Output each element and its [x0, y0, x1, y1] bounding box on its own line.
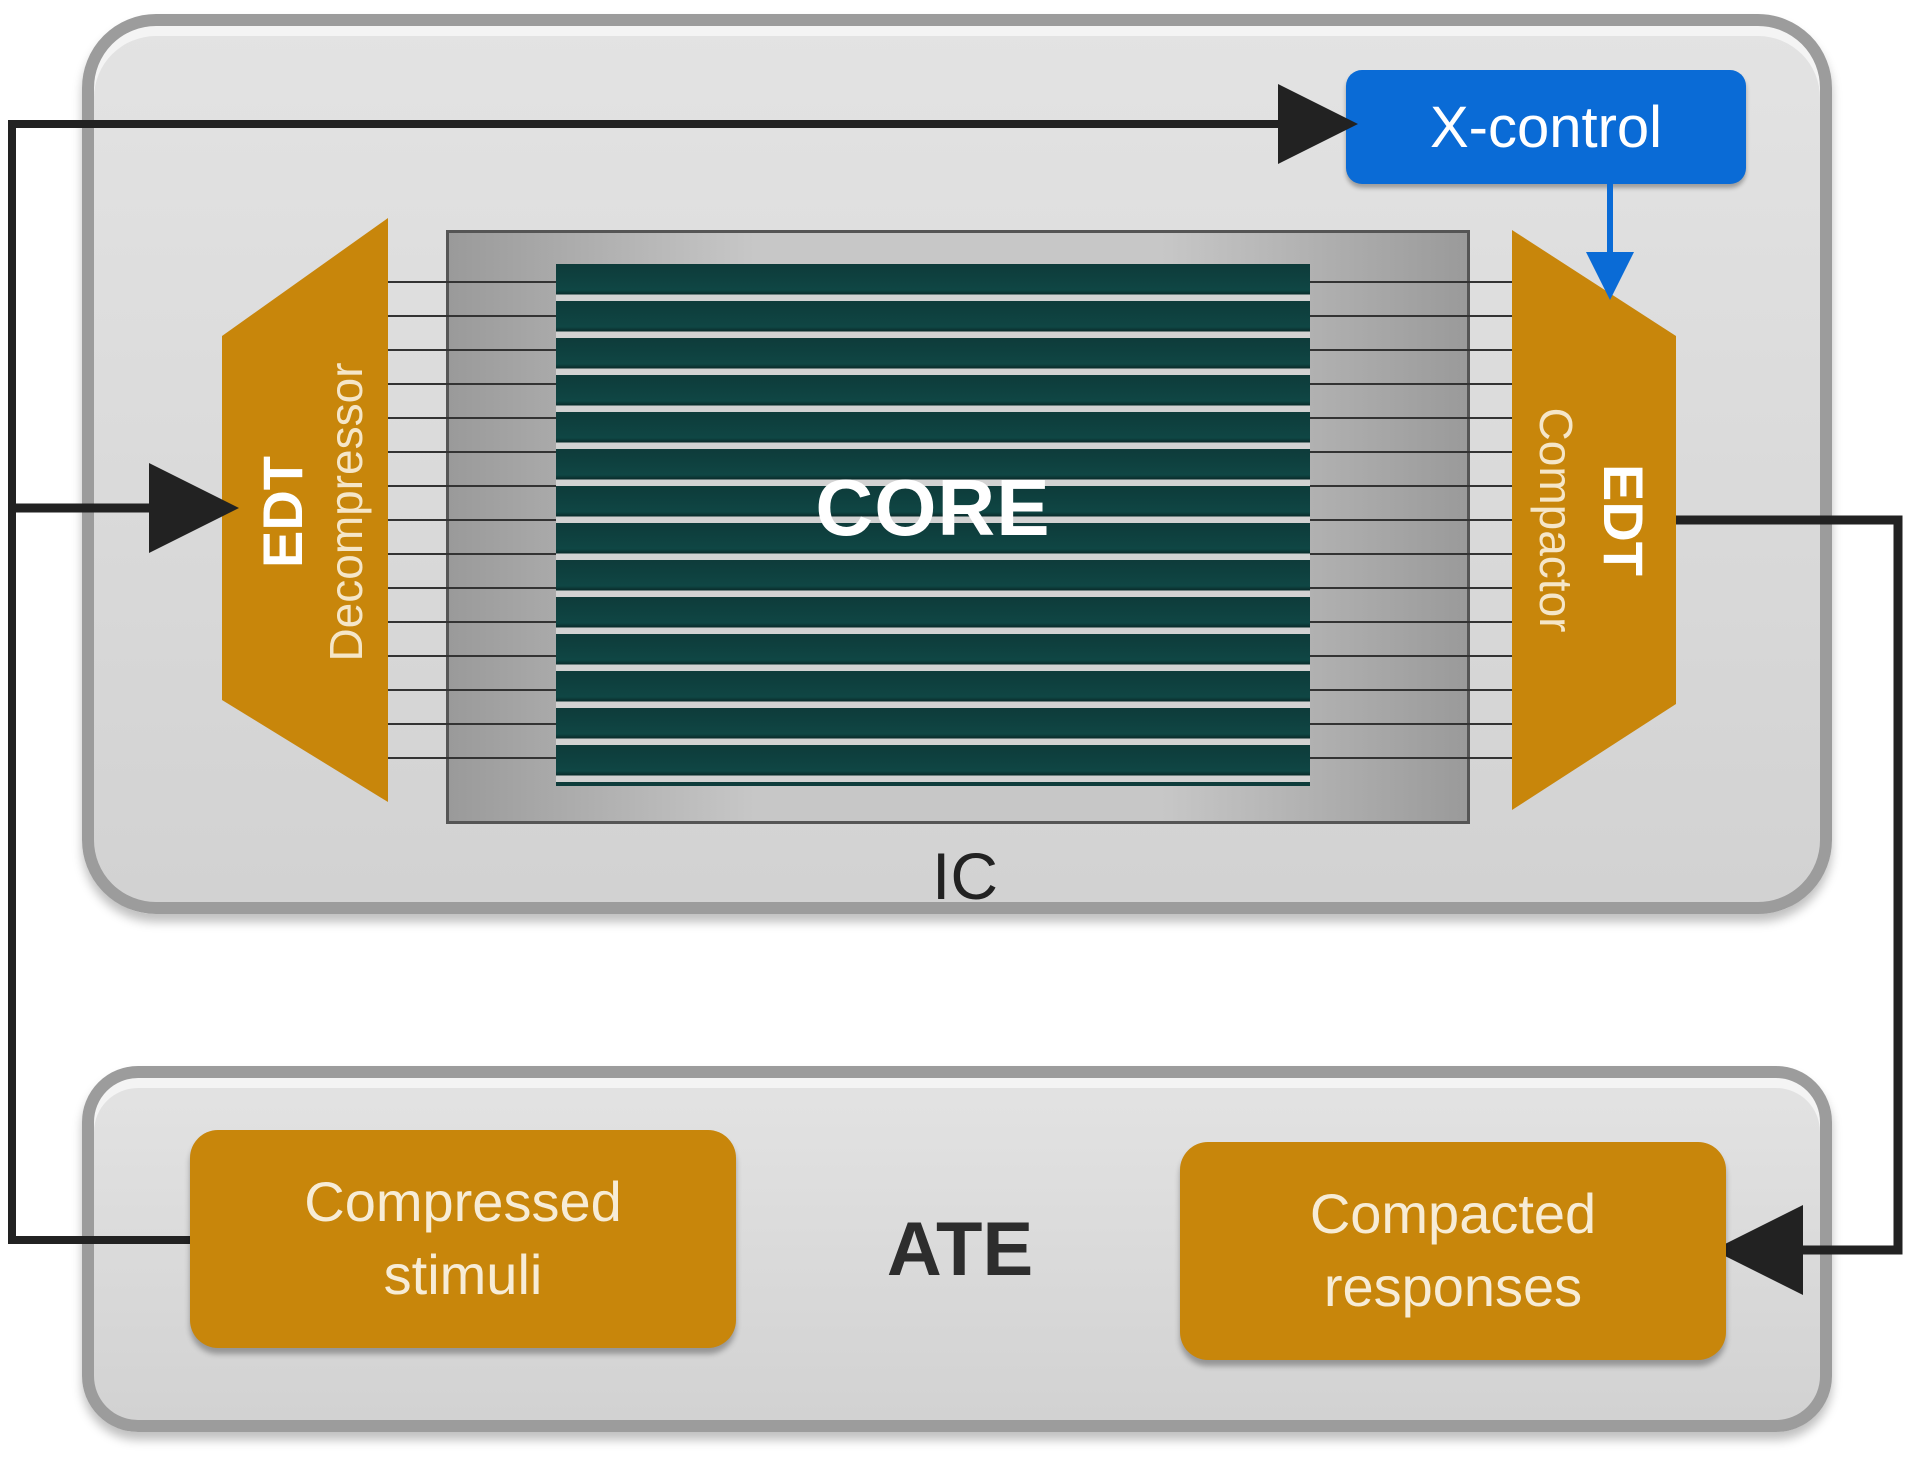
ic-label: IC: [932, 839, 998, 913]
responses-line-1: Compacted: [1309, 1182, 1597, 1246]
decompressor-text-2: Decompressor: [320, 362, 372, 661]
stimuli-line-1: Compressed: [304, 1170, 622, 1234]
ate-label: ATE: [886, 1207, 1034, 1292]
x-control-box: X-control: [1346, 70, 1746, 184]
compactor-label-edt: EDT: [1592, 464, 1655, 576]
edt-decompressor-block: [222, 218, 388, 802]
compactor-text: EDT: [1592, 464, 1655, 576]
compacted-responses-box: Compacted responses: [1180, 1142, 1726, 1360]
arrow-to-x-control: [8, 84, 1358, 1244]
core-scan-chains: [556, 264, 1310, 786]
core-label: CORE: [815, 463, 1051, 552]
decompressor-text: EDT: [251, 456, 314, 568]
compactor-text-2: Compactor: [1530, 408, 1582, 633]
scan-lines-left: [388, 281, 556, 759]
responses-line-2: responses: [1323, 1255, 1583, 1318]
arrow-to-compacted-responses: [1676, 515, 1903, 1295]
decompressor-label-edt: EDT: [251, 456, 314, 568]
compressed-stimuli-box: Compressed stimuli: [190, 1130, 736, 1348]
scan-lines-right: [1310, 281, 1512, 759]
edt-compactor-block: [1512, 230, 1676, 810]
decompressor-label-name: Decompressor: [320, 362, 372, 661]
x-control-label: X-control: [1429, 94, 1663, 160]
compactor-label-name: Compactor: [1530, 408, 1582, 633]
stimuli-line-2: stimuli: [383, 1243, 543, 1306]
